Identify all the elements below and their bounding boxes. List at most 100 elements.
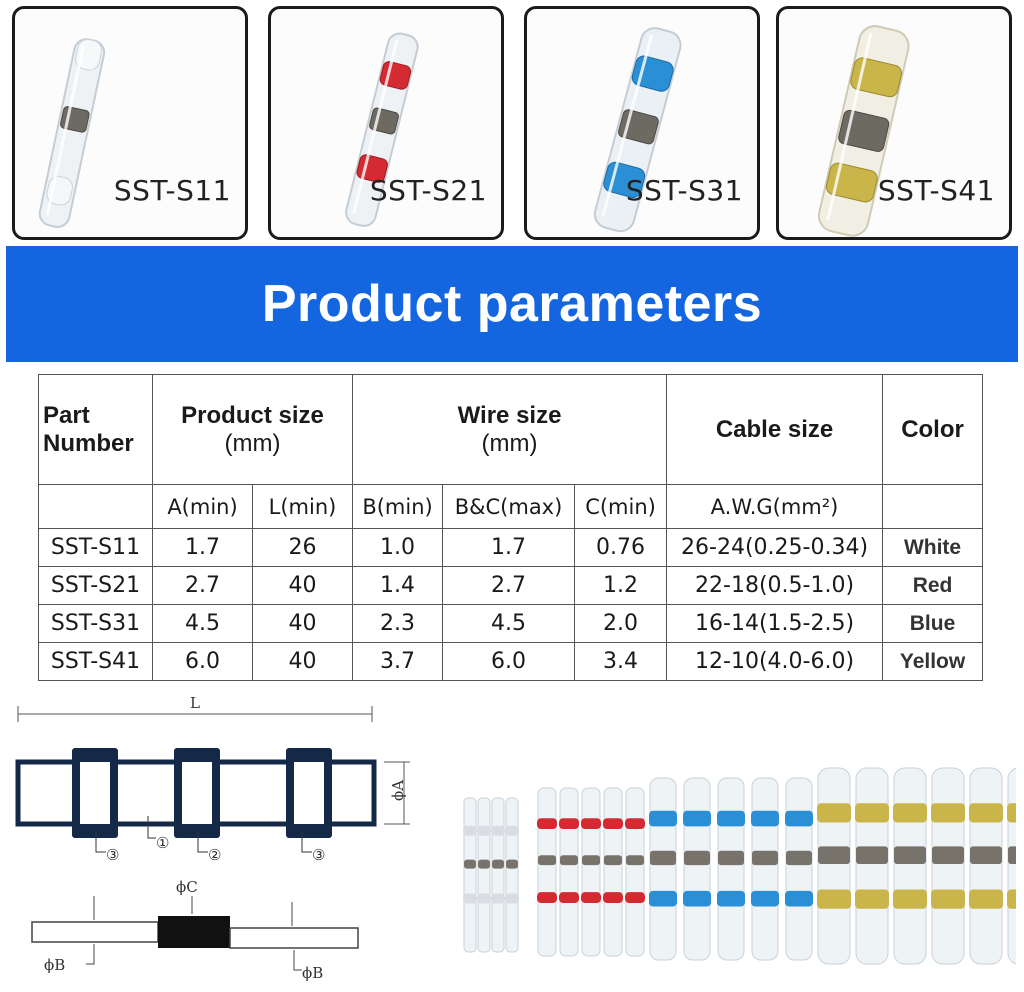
cell-l-min: 40 <box>251 604 354 643</box>
sealing-band <box>751 890 779 907</box>
sealing-band <box>717 810 745 827</box>
connector-tube <box>625 787 645 957</box>
solder-ring <box>506 859 518 869</box>
solder-ring <box>650 850 676 866</box>
solder-ring <box>626 855 644 866</box>
sealing-band <box>1007 889 1016 909</box>
sealing-band <box>559 818 579 830</box>
connector-tube <box>559 787 579 957</box>
cell-part: SST-S41 <box>38 642 153 681</box>
connector-tube <box>683 777 711 961</box>
connector-image-yellow <box>817 25 910 237</box>
connector-tube <box>477 797 491 953</box>
cell-bc-max: 6.0 <box>442 642 576 681</box>
connector-image-red <box>345 32 419 227</box>
sealing-band <box>649 890 677 907</box>
cell-b-min: 1.0 <box>352 528 444 567</box>
sealing-band <box>581 818 601 830</box>
solder-ring <box>1008 846 1016 864</box>
subheader-l-min: L(min) <box>251 484 354 529</box>
cell-l-min: 40 <box>251 566 354 605</box>
product-label: SST-S11 <box>113 174 231 207</box>
sealing-band <box>893 803 927 823</box>
connector-tube <box>817 767 851 965</box>
diameter-c-label: ϕC <box>176 878 198 896</box>
cell-c-min: 3.4 <box>574 642 668 681</box>
sealing-band <box>751 810 779 827</box>
sealing-band <box>505 825 519 836</box>
solder-ring <box>604 855 622 866</box>
connector-side-view <box>15 748 377 838</box>
diameter-b-label-right: ϕB <box>302 964 323 982</box>
length-label: L <box>190 694 200 712</box>
connector-image-blue <box>593 27 682 233</box>
cell-awg: 26-24(0.25-0.34) <box>666 528 884 567</box>
sealing-band <box>1007 803 1016 823</box>
cell-a-min: 1.7 <box>152 528 253 567</box>
diameter-a-label: ϕA <box>389 780 407 801</box>
solder-ring <box>464 859 476 869</box>
connector-image-white <box>38 38 106 228</box>
product-card-sst-s41: SST-S41 <box>776 6 1012 240</box>
sealing-band <box>477 825 491 836</box>
sealing-band <box>717 890 745 907</box>
sealing-band <box>649 810 677 827</box>
cell-part: SST-S11 <box>38 528 153 567</box>
connector-tube <box>491 797 505 953</box>
connector-tube <box>751 777 779 961</box>
product-card-sst-s11: SST-S11 <box>12 6 248 240</box>
cell-color: Blue <box>882 604 984 643</box>
connector-tube <box>855 767 889 965</box>
subheader-bc-max: B&C(max) <box>442 484 576 529</box>
connector-tube <box>785 777 813 961</box>
parameters-table: Part Number Product size (mm) Wire size … <box>38 374 984 681</box>
cell-part: SST-S31 <box>38 604 153 643</box>
sealing-band <box>463 893 477 904</box>
header-cable-size: Cable size <box>666 374 884 485</box>
connector-tube <box>1007 767 1016 965</box>
cell-color: White <box>882 528 984 567</box>
table-subheader-row: A(min) L(min) B(min) B&C(max) C(min) A.W… <box>38 484 984 529</box>
connector-tube <box>537 787 557 957</box>
sealing-band <box>491 825 505 836</box>
solder-ring <box>970 846 1002 864</box>
sealing-band <box>581 892 601 903</box>
solder-ring <box>856 846 888 864</box>
diameter-b-label-left: ϕB <box>44 956 65 974</box>
connector-tube <box>581 787 601 957</box>
sealing-band <box>683 810 711 827</box>
cell-l-min: 26 <box>251 528 354 567</box>
sealing-band <box>969 803 1003 823</box>
subheader-b-min: B(min) <box>352 484 444 529</box>
solder-ring <box>582 855 600 866</box>
cell-bc-max: 4.5 <box>442 604 576 643</box>
sealing-band <box>785 890 813 907</box>
subheader-awg: A.W.G(mm²) <box>666 484 884 529</box>
product-label: SST-S41 <box>877 174 995 207</box>
solder-ring <box>684 850 710 866</box>
cell-color: Red <box>882 566 984 605</box>
callout-3-right: ③ <box>312 846 325 864</box>
cell-a-min: 4.5 <box>152 604 253 643</box>
connector-tube <box>463 797 477 953</box>
solder-ring <box>752 850 778 866</box>
sealing-band <box>625 818 645 830</box>
sealing-band <box>603 892 623 903</box>
connector-tube <box>717 777 745 961</box>
solder-ring <box>538 855 556 866</box>
connector-tube <box>649 777 677 961</box>
solder-ring <box>492 859 504 869</box>
callout-1: ① <box>156 834 169 852</box>
connector-tube <box>603 787 623 957</box>
connector-cross-section <box>31 916 359 949</box>
cell-a-min: 2.7 <box>152 566 253 605</box>
cell-l-min: 40 <box>251 642 354 681</box>
solder-ring <box>932 846 964 864</box>
product-cards: SST-S11 SST-S21 SST-S31 <box>12 6 1012 240</box>
sealing-band <box>477 893 491 904</box>
product-card-sst-s21: SST-S21 <box>268 6 504 240</box>
cell-c-min: 1.2 <box>574 566 668 605</box>
sealing-band <box>931 889 965 909</box>
sealing-band <box>931 803 965 823</box>
sealing-band <box>893 889 927 909</box>
